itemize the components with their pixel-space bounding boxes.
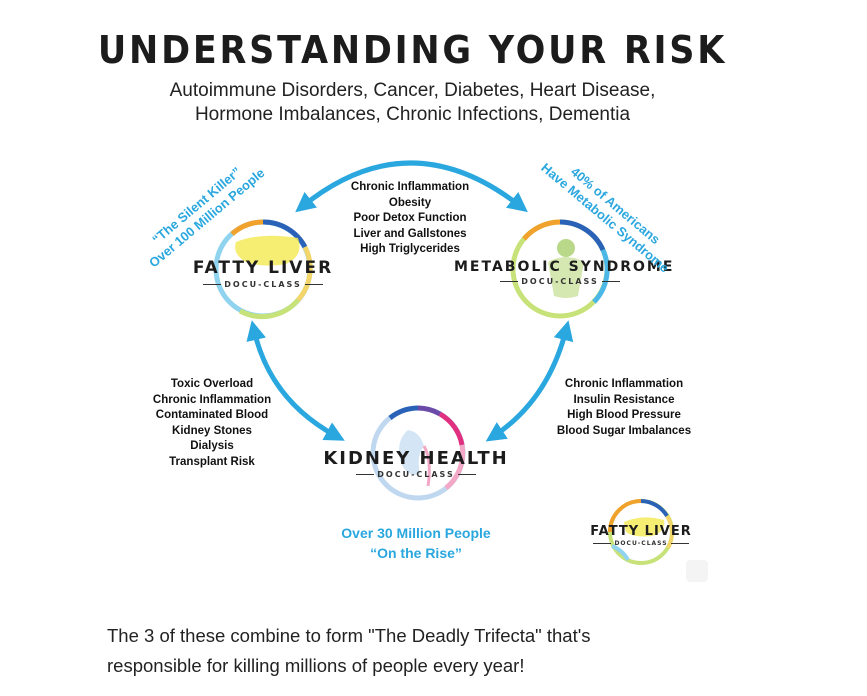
fatty-liver-ring: [213, 219, 313, 320]
list-item: High Blood Pressure: [567, 409, 681, 422]
list-item: Toxic Overload: [170, 378, 254, 390]
kidney-title: KIDNEY HEALTH: [323, 448, 509, 469]
page-title: UNDERSTANDING YOUR RISK: [97, 28, 728, 72]
kidney-callout: Over 30 Million People “On the Rise”: [316, 523, 516, 563]
list-item: Chronic Inflammation: [350, 181, 470, 193]
kidney-ring: [370, 405, 466, 501]
badge-docu: DOCU-CLASS: [586, 540, 696, 547]
list-item: Kidney Stones: [172, 424, 252, 437]
list-item: Poor Detox Function: [353, 212, 467, 225]
list-item: Transplant Risk: [169, 455, 255, 468]
badge-liver-icon: [624, 517, 665, 537]
footer-line: The 3 of these combine to form "The Dead…: [107, 625, 591, 646]
callout-line: “On the Rise”: [370, 545, 462, 561]
page-subtitle-line1: Autoimmune Disorders, Cancer, Diabetes, …: [169, 80, 656, 101]
list-item: Liver and Gallstones: [353, 227, 467, 240]
arrow-liver-metabolic: [295, 160, 528, 213]
metabolic-docu: DOCU-CLASS: [454, 277, 666, 286]
list-item: Chronic Inflammation: [152, 393, 272, 406]
metabolic-kidney-list: Chronic Inflammation Insulin Resistance …: [544, 377, 704, 439]
list-item: Blood Sugar Imbalances: [556, 424, 692, 437]
footer-line: responsible for killing millions of peop…: [107, 655, 525, 676]
metabolic-title: METABOLIC SYNDROME: [454, 259, 675, 275]
arrow-liver-kidney: [246, 320, 345, 441]
kidney-docu: DOCU-CLASS: [316, 470, 516, 479]
liver-kidney-list: Toxic Overload Chronic Inflammation Cont…: [132, 377, 292, 471]
badge-title: FATTY LIVER: [590, 524, 692, 539]
fatty-liver-title: FATTY LIVER: [192, 258, 334, 278]
footer-paragraph: The 3 of these combine to form "The Dead…: [107, 621, 727, 681]
list-item: Contaminated Blood: [155, 409, 269, 422]
fatty-liver-docu: DOCU-CLASS: [182, 280, 344, 289]
kidney-icon: [399, 430, 431, 487]
list-item: High Triglycerides: [360, 243, 460, 256]
arrow-metabolic-kidney: [485, 320, 574, 442]
liver-metabolic-list: Chronic Inflammation Obesity Poor Detox …: [330, 180, 490, 258]
list-item: Dialysis: [190, 440, 234, 453]
list-item: Obesity: [388, 196, 432, 209]
list-item: Insulin Resistance: [573, 393, 675, 406]
callout-line: Over 30 Million People: [341, 525, 491, 541]
scroll-top-button[interactable]: [686, 560, 708, 582]
liver-icon: [235, 235, 300, 266]
page-subtitle-line2: Hormone Imbalances, Chronic Infections, …: [194, 104, 631, 125]
list-item: Chronic Inflammation: [564, 378, 684, 390]
